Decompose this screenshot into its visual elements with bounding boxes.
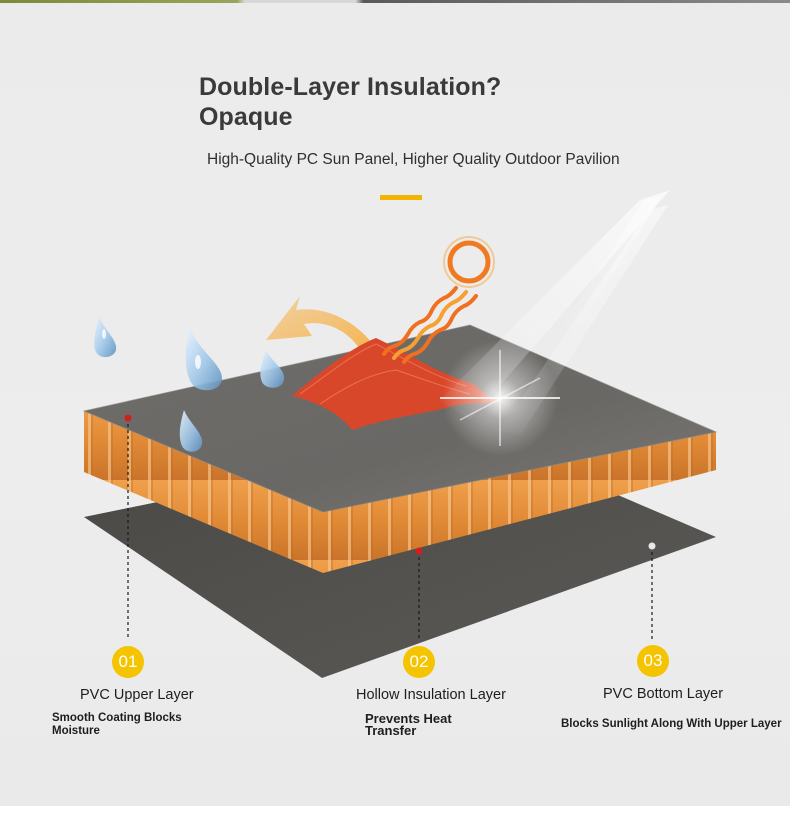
layer-desc-02-line1: Prevents Heat <box>365 711 452 726</box>
insulation-core-right-face <box>323 432 716 573</box>
layer-name-03: PVC Bottom Layer <box>603 686 724 702</box>
water-drop-icons <box>94 316 285 452</box>
sun-heat-ring-icon <box>447 240 491 284</box>
layer-desc-02: Prevents Heat Transfer <box>365 711 452 738</box>
page-subtitle: High-Quality PC Sun Panel, Higher Qualit… <box>207 151 620 168</box>
layer-desc-03-line1: Blocks Sunlight Along With Upper Layer <box>561 718 782 730</box>
marker-dot-01 <box>124 414 132 422</box>
page-title: Double-Layer Insulation? Opaque <box>199 72 501 132</box>
panel-layers-illustration <box>82 190 718 678</box>
layer-number-badge-03: 03 <box>637 645 669 677</box>
title-line-2: Opaque <box>199 103 293 131</box>
heat-reflective-sheet <box>292 338 502 430</box>
heat-deflect-arrow <box>266 296 372 352</box>
marker-dot-02 <box>415 547 423 555</box>
layer-name-01: PVC Upper Layer <box>80 687 194 703</box>
layer-desc-02-line2: Transfer <box>365 723 417 738</box>
water-drop-icon <box>185 328 222 391</box>
heat-waves <box>382 286 478 364</box>
sunlight-beams <box>440 190 670 456</box>
product-feature-panel: Double-Layer Insulation? Opaque High-Qua… <box>0 0 790 806</box>
accent-divider <box>380 195 422 200</box>
top-photo-strip <box>0 0 790 3</box>
layer-desc-01: Smooth Coating Blocks Moisture <box>52 712 182 738</box>
layer-desc-01-line1: Smooth Coating Blocks <box>52 712 182 724</box>
layer-number-badge-02: 02 <box>403 646 435 678</box>
water-drop-icon <box>260 350 285 388</box>
layer-name-02: Hollow Insulation Layer <box>356 687 506 703</box>
title-line-1: Double-Layer Insulation? <box>199 73 502 101</box>
insulation-core-left-face <box>84 411 323 573</box>
callout-leaders <box>124 414 656 640</box>
layer-number-badge-01: 01 <box>112 646 144 678</box>
layer-desc-01-line2: Moisture <box>52 725 100 737</box>
water-drop-icon <box>179 410 203 452</box>
marker-dot-03 <box>648 542 656 550</box>
layer-desc-03: Blocks Sunlight Along With Upper Layer <box>561 718 782 731</box>
